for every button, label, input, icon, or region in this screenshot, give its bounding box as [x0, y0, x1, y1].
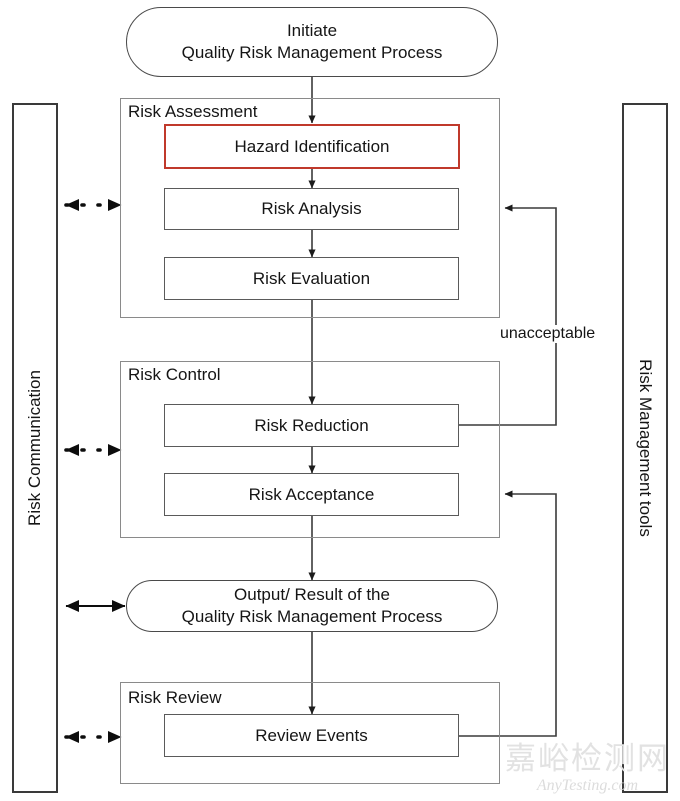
group-risk-control-title: Risk Control — [126, 365, 223, 385]
start-node[interactable]: Initiate Quality Risk Management Process — [126, 7, 498, 77]
group-risk-assessment — [120, 98, 500, 318]
connector-review-to-acceptance-loop — [459, 490, 557, 737]
step-risk-reduction-label: Risk Reduction — [254, 415, 369, 435]
group-risk-assessment-title: Risk Assessment — [126, 102, 260, 122]
step-risk-reduction[interactable]: Risk Reduction — [164, 404, 459, 447]
step-risk-evaluation-label: Risk Evaluation — [252, 268, 371, 288]
step-risk-acceptance[interactable]: Risk Acceptance — [164, 473, 459, 516]
risk-communication-panel[interactable]: Risk Communication — [12, 103, 58, 793]
group-risk-control — [120, 361, 500, 538]
edge-label-unacceptable: unacceptable — [498, 325, 598, 343]
step-risk-acceptance-label: Risk Acceptance — [248, 484, 375, 504]
group-risk-review — [120, 682, 500, 784]
risk-management-tools-label: Risk Management tools — [636, 359, 655, 537]
step-hazard-identification[interactable]: Hazard Identification — [164, 124, 460, 169]
group-risk-review-title: Risk Review — [126, 688, 224, 708]
step-review-events-label: Review Events — [255, 725, 368, 745]
risk-management-tools-panel[interactable]: Risk Management tools — [622, 103, 668, 793]
output-node-line1: Output/ Result of the — [234, 584, 390, 604]
step-risk-analysis[interactable]: Risk Analysis — [164, 188, 459, 230]
start-node-line1: Initiate — [286, 20, 338, 40]
step-review-events[interactable]: Review Events — [164, 714, 459, 757]
start-node-line2: Quality Risk Management Process — [181, 43, 443, 62]
step-risk-evaluation[interactable]: Risk Evaluation — [164, 257, 459, 300]
output-node-line2: Quality Risk Management Process — [181, 607, 443, 626]
risk-communication-label: Risk Communication — [25, 370, 44, 526]
connector-unacceptable-loop — [459, 204, 557, 426]
output-node[interactable]: Output/ Result of the Quality Risk Manag… — [126, 580, 498, 632]
step-hazard-identification-label: Hazard Identification — [234, 136, 390, 156]
step-risk-analysis-label: Risk Analysis — [261, 199, 362, 218]
